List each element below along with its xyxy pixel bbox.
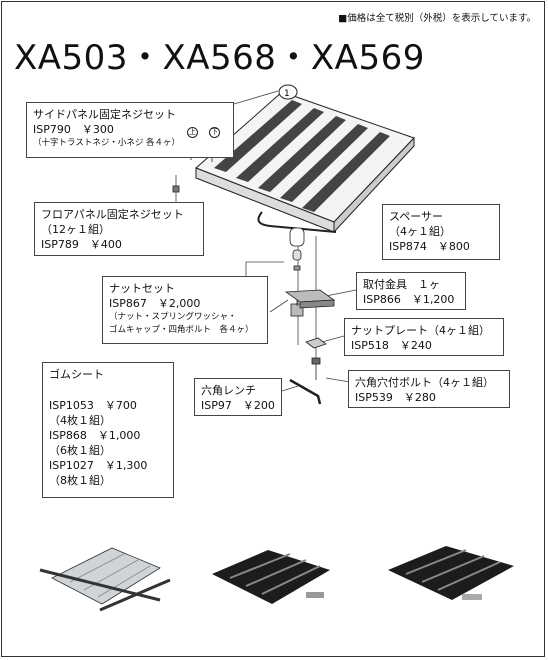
hex-bolt-code: ISP539	[355, 391, 393, 404]
hex-wrench-icon	[289, 378, 322, 405]
mark-up-label: 上	[187, 127, 198, 138]
hex-wrench-name: 六角レンチ	[201, 384, 256, 397]
nut-plate-code: ISP518	[351, 339, 389, 352]
hex-wrench-code: ISP97	[201, 399, 232, 412]
bracket-code: ISP866	[363, 293, 401, 306]
nut-set-box: ナットセット ISP867 ￥2,000 （ナット・スプリングワッシャ・ ゴムキ…	[102, 276, 268, 344]
nut-set-code: ISP867	[109, 297, 147, 310]
rubber-sheet-price-3: ￥1,300	[104, 459, 148, 472]
hex-bolt-box: 六角穴付ボルト（4ヶ１組） ISP539 ￥280	[348, 370, 510, 408]
rubber-sheet-qty-1: （4枚１組）	[49, 414, 111, 427]
price-note: ■価格は全て税別（外税）を表示しています。	[338, 13, 536, 24]
rubber-sheet-code-1: ISP1053	[49, 399, 94, 412]
floor-panel-box: フロアパネル固定ネジセット （12ヶ１組） ISP789 ￥400	[34, 202, 204, 256]
nut-plate-price: ￥240	[399, 339, 432, 352]
hex-bolt-price: ￥280	[403, 391, 436, 404]
hex-bolt-icon	[311, 357, 321, 380]
callout-number: 1	[284, 89, 290, 99]
floor-screw-icon	[172, 185, 180, 193]
rubber-sheet-qty-3: （8枚１組）	[49, 474, 111, 487]
bracket-name: 取付金具 １ヶ	[363, 278, 440, 291]
product-photo-silver	[39, 547, 171, 612]
side-panel-code: ISP790	[33, 123, 71, 136]
spacer-box: スペーサー （4ヶ１組） ISP874 ￥800	[382, 204, 500, 260]
rubber-sheet-box: ゴムシート ISP1053 ￥700 （4枚１組） ISP868 ￥1,000 …	[42, 362, 174, 498]
roof-rack-illustration	[195, 84, 415, 234]
page-title: XA503・XA568・XA569	[14, 38, 425, 78]
rubber-sheet-name: ゴムシート	[49, 368, 104, 381]
nut-plate-icon	[305, 337, 327, 349]
mark-down-label: 下	[209, 127, 220, 138]
side-panel-price: ￥300	[81, 123, 114, 136]
hex-bolt-name: 六角穴付ボルト（4ヶ１組）	[355, 376, 494, 389]
rubber-sheet-code-2: ISP868	[49, 429, 87, 442]
side-panel-box: サイドパネル固定ネジセット ISP790 ￥300 （十字トラストネジ・小ネジ …	[26, 102, 234, 158]
rubber-sheet-price-2: ￥1,000	[97, 429, 141, 442]
nut-set-note-2: ゴムキャップ・四角ボルト 各４ヶ）	[109, 325, 254, 335]
rubber-sheet-qty-2: （6枚１組）	[49, 444, 111, 457]
rubber-sheet-code-3: ISP1027	[49, 459, 94, 472]
product-photo-black-2	[388, 546, 514, 600]
nut-set-parts	[289, 227, 305, 317]
rubber-sheet-price-1: ￥700	[104, 399, 137, 412]
spacer-name: スペーサー	[389, 210, 444, 223]
product-photo-black-1	[212, 550, 330, 604]
nut-set-price: ￥2,000	[157, 297, 201, 310]
bracket-icon	[284, 289, 336, 309]
side-panel-note: （十字トラストネジ・小ネジ 各４ヶ）	[33, 138, 181, 148]
floor-panel-name: フロアパネル固定ネジセット	[41, 208, 184, 221]
spacer-price: ￥800	[437, 240, 470, 253]
spacer-qty: （4ヶ１組）	[389, 225, 451, 238]
floor-panel-code: ISP789	[41, 238, 79, 251]
bracket-box: 取付金具 １ヶ ISP866 ￥1,200	[356, 272, 466, 310]
nut-plate-name: ナットプレート（4ヶ１組）	[351, 324, 490, 337]
hex-wrench-box: 六角レンチ ISP97 ￥200	[194, 378, 282, 416]
nut-set-note-1: （ナット・スプリングワッシャ・	[109, 312, 237, 322]
spacer-code: ISP874	[389, 240, 427, 253]
floor-panel-price: ￥400	[89, 238, 122, 251]
bracket-price: ￥1,200	[411, 293, 455, 306]
hex-wrench-price: ￥200	[242, 399, 275, 412]
nut-set-name: ナットセット	[109, 282, 175, 295]
nut-plate-box: ナットプレート（4ヶ１組） ISP518 ￥240	[344, 318, 504, 356]
floor-panel-qty: （12ヶ１組）	[41, 223, 110, 236]
side-panel-name: サイドパネル固定ネジセット	[33, 108, 176, 121]
